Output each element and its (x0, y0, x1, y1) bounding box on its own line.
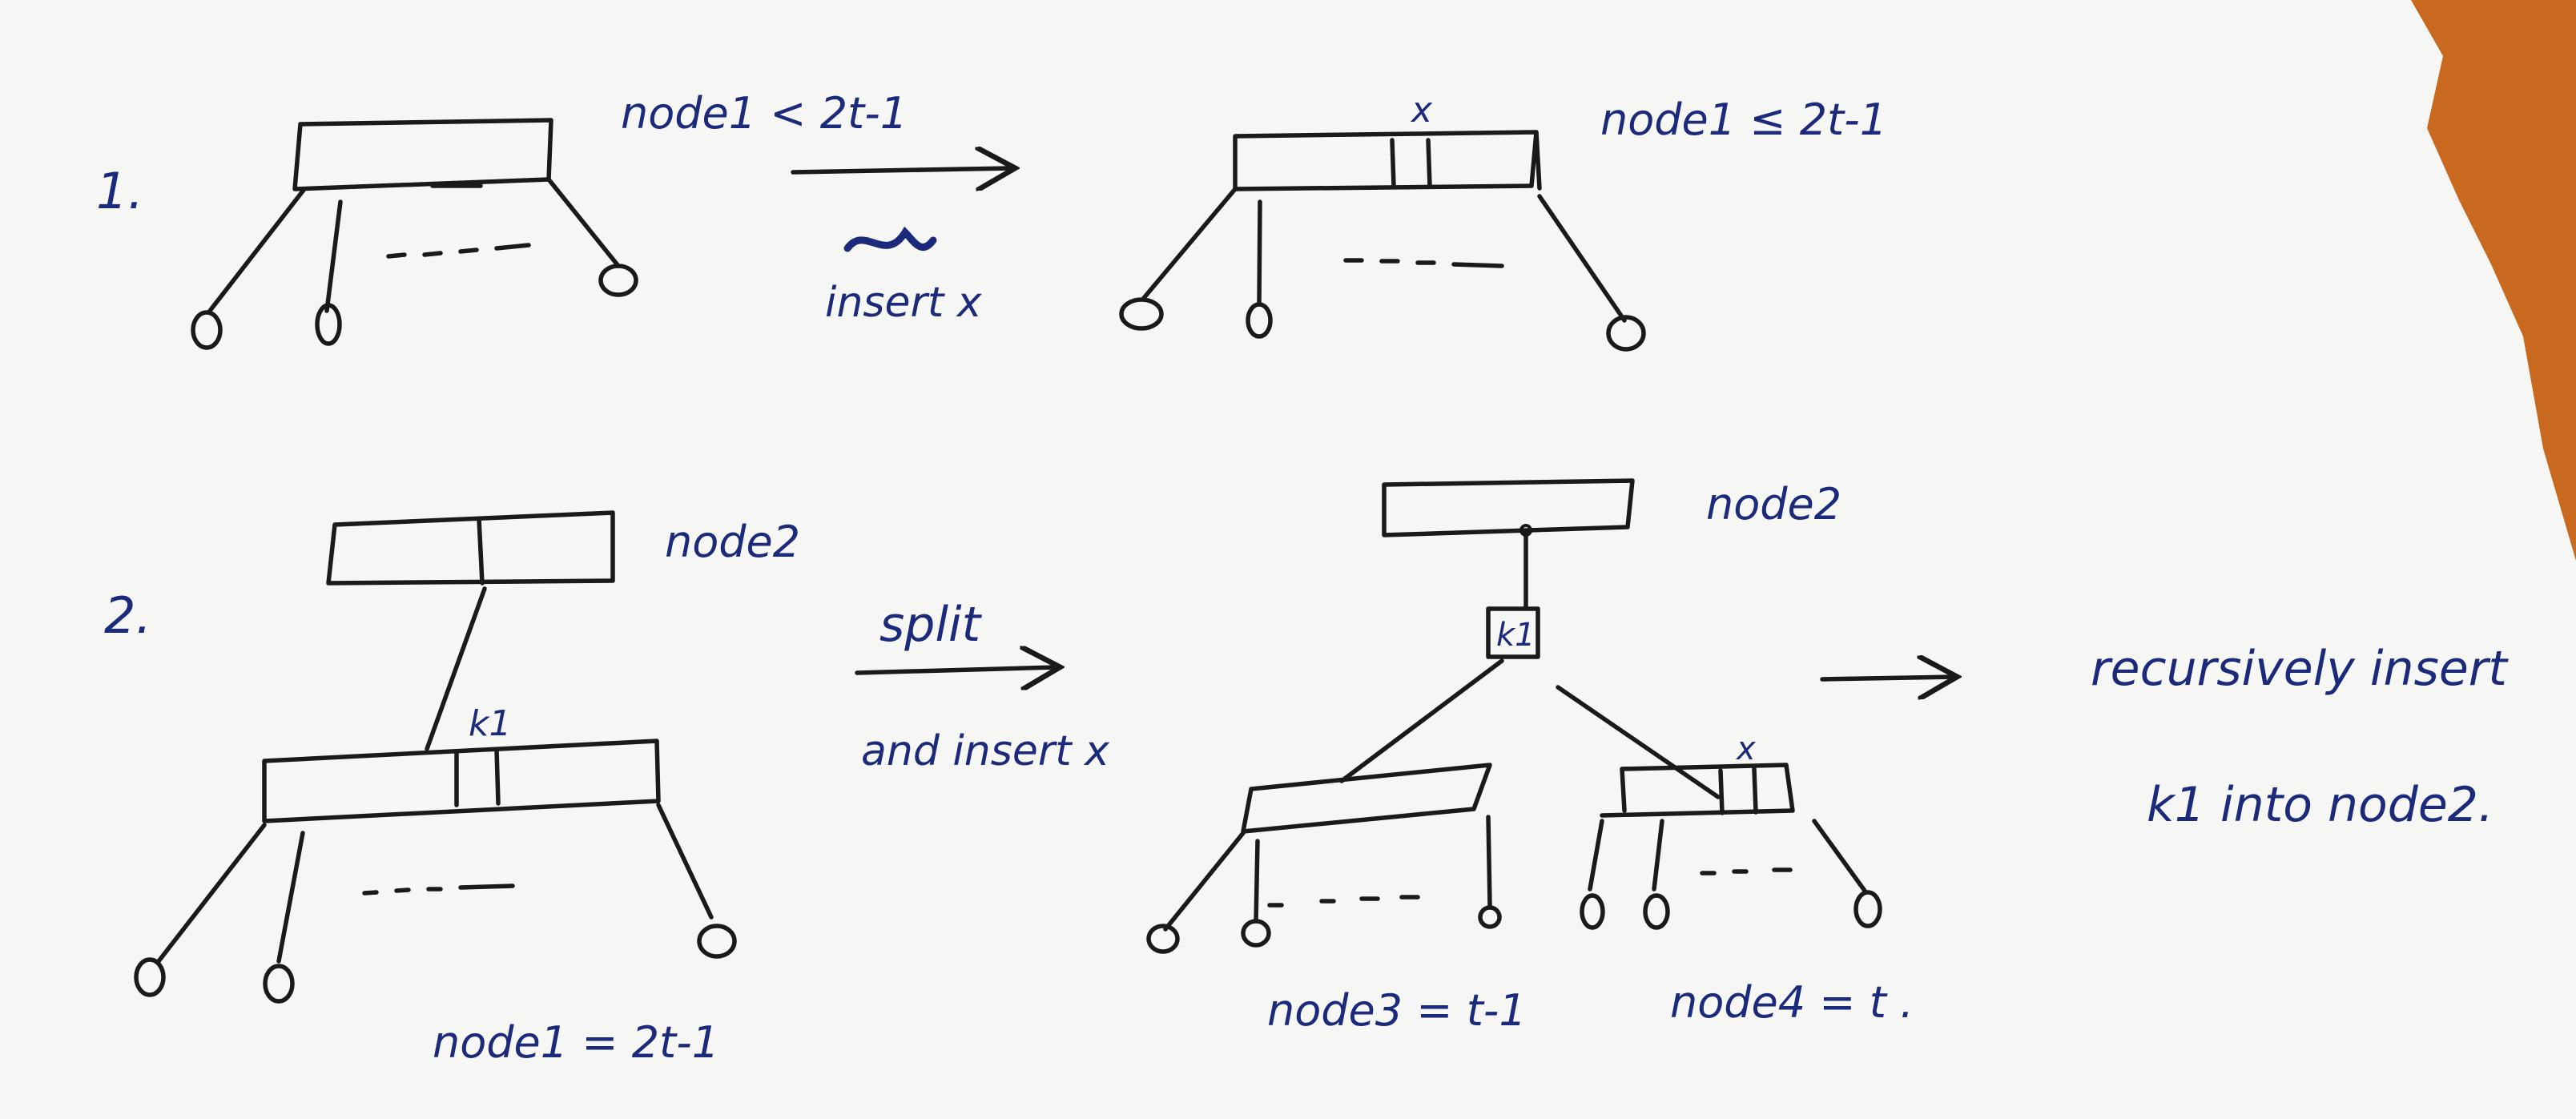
case1-after-key: x (1410, 90, 1433, 131)
case2-left-edge (1339, 658, 1504, 783)
case1-group: 1. node1 < 2t-1 insert x (96, 88, 1887, 352)
case2-action-bottom: and insert x (861, 727, 1110, 775)
case2-parent-child-edge (425, 586, 487, 751)
case2-number: 2. (104, 586, 151, 645)
case2-promoted-key: k1 (1496, 617, 1536, 654)
case2-group: 2. node2 k1 node1 = 2t-1 split and inser… (104, 478, 2509, 1068)
case1-scribble (843, 226, 937, 252)
case2-promoted-key-box (1486, 606, 1540, 659)
case2-result-parent-node (1382, 478, 1635, 610)
case2-arrow (855, 667, 1056, 673)
case2-right-child-node (1580, 763, 1882, 930)
case1-action-label: insert x (825, 279, 983, 327)
case2-action-top: split (879, 597, 983, 653)
case2-result-parent-label: node2 (1706, 479, 1841, 529)
case2-full-node (134, 739, 737, 1004)
case2-right-edge (1556, 685, 1721, 799)
case2-next-arrow (1820, 677, 1953, 679)
case1-before-node (191, 118, 638, 350)
case2-full-label: node1 = 2t-1 (433, 1017, 719, 1068)
case1-arrow (791, 168, 1011, 172)
case2-next-step-line1: recursively insert (2091, 641, 2509, 697)
case2-parent-node (326, 510, 615, 586)
case1-before-label: node1 < 2t-1 (621, 88, 908, 139)
case1-after-node (1119, 130, 1646, 352)
case2-left-label: node3 = t-1 (1267, 985, 1527, 1036)
case2-median-key: k1 (469, 703, 511, 744)
case2-right-label: node4 = t . (1670, 977, 1914, 1028)
case2-inserted-key: x (1735, 731, 1756, 767)
case2-left-child-node (1146, 763, 1502, 954)
case1-number: 1. (96, 162, 143, 220)
case2-next-step-line2: k1 into node2. (2147, 777, 2493, 833)
case2-parent-label: node2 (665, 517, 800, 567)
case1-after-label: node1 ≤ 2t-1 (1600, 95, 1887, 145)
